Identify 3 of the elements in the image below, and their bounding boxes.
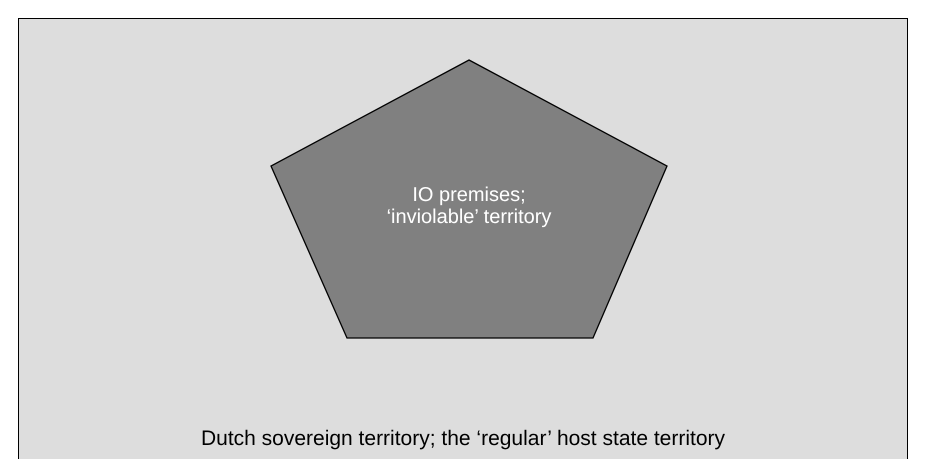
territory-area [18, 18, 908, 459]
premises-label: IO premises; ‘inviolable’ territory [386, 184, 552, 228]
territory-label: Dutch sovereign territory; the ‘regular’ host state territory [200, 427, 726, 451]
